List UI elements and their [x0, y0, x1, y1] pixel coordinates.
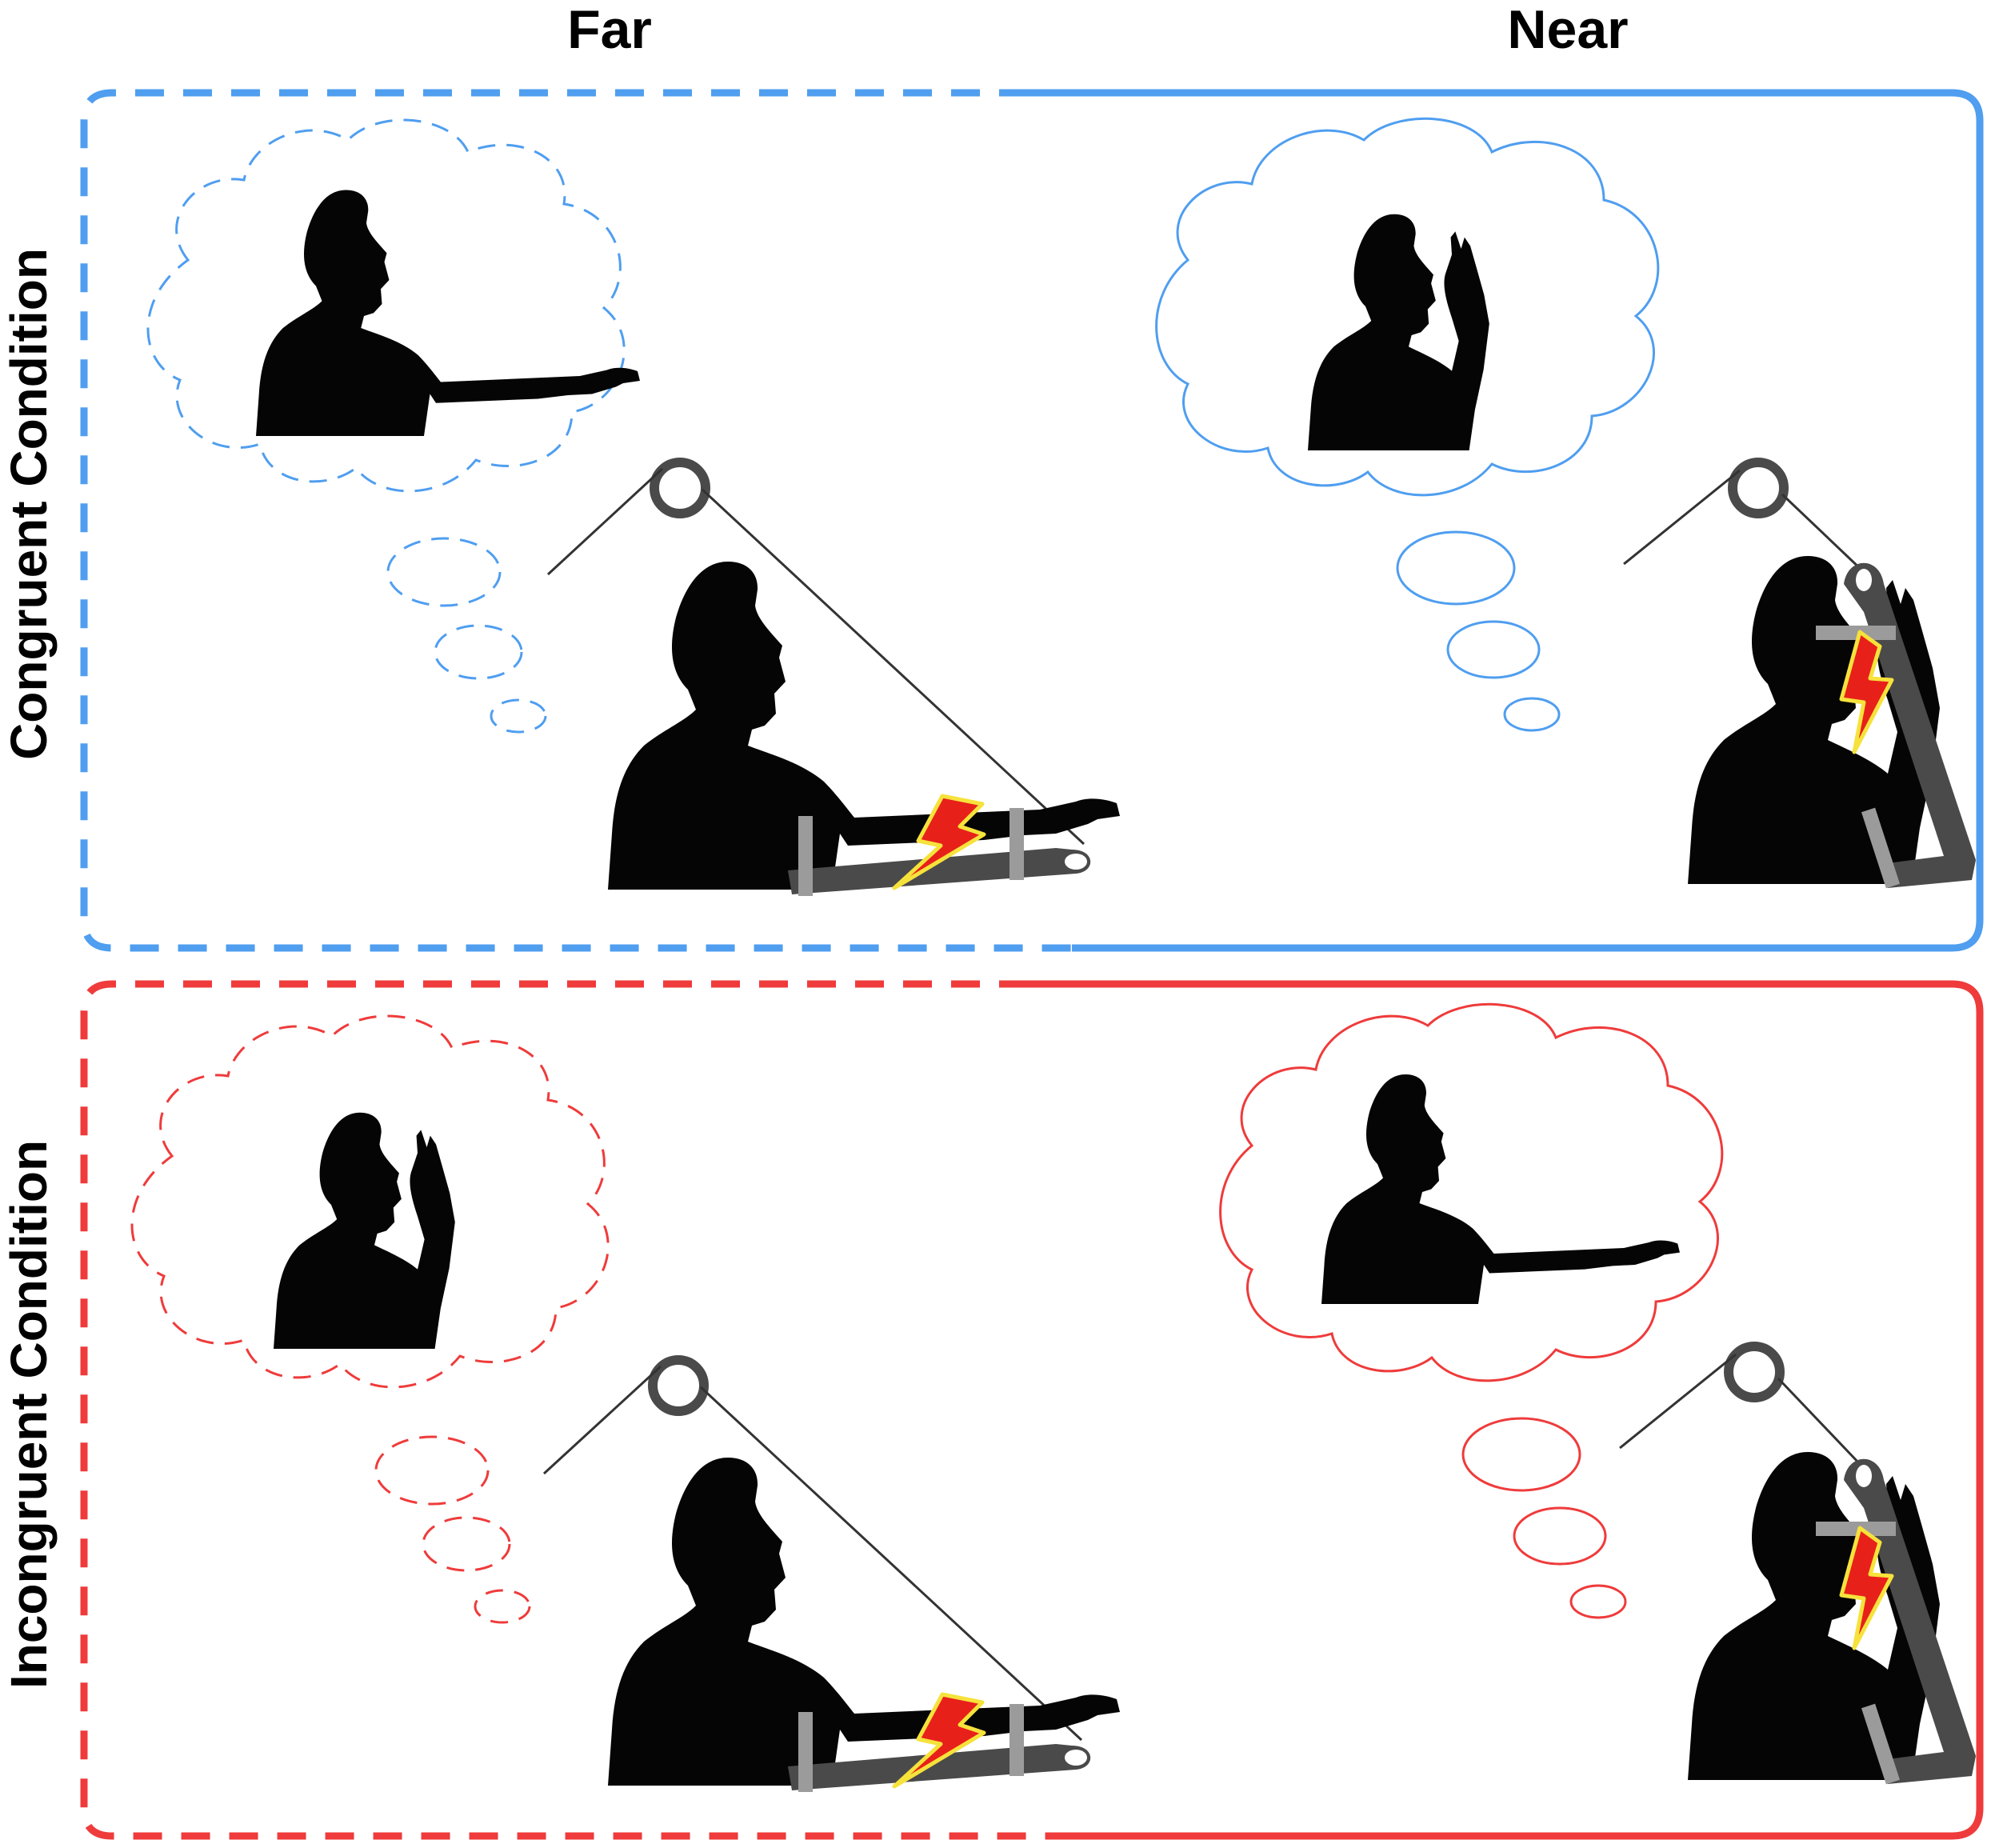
- pulley-apparatus: [1619, 1342, 1861, 1466]
- panel-incongruent-near: [1219, 1002, 1976, 1785]
- congruent-row: [80, 89, 1984, 952]
- incongruent-row: [80, 980, 1984, 1840]
- congruent-border-solid: [1028, 89, 1984, 952]
- arm-support-bar: [788, 1704, 1091, 1792]
- thought-cloud: [1219, 1002, 1724, 1619]
- row-label-incongruent: Incongruent Condition: [0, 1140, 58, 1689]
- row-label-congruent: Congruent Condition: [0, 248, 58, 760]
- arm-support-bar: [788, 808, 1091, 896]
- thought-cloud: [146, 118, 626, 734]
- thought-cloud: [130, 1014, 610, 1624]
- thought-cloud: [1155, 117, 1660, 732]
- panel-congruent-far: [146, 118, 1120, 896]
- congruent-border-dashed: [80, 89, 1072, 952]
- incongruent-border-dashed: [80, 980, 1072, 1840]
- incongruent-border-solid: [1028, 980, 1984, 1840]
- column-label-near: Near: [1507, 0, 1628, 60]
- actual-person-arm-extended: [608, 1458, 1120, 1786]
- column-label-far: Far: [567, 0, 652, 60]
- panel-congruent-near: [1155, 117, 1976, 889]
- pulley-apparatus: [1623, 458, 1865, 574]
- pulley-apparatus: [546, 458, 1085, 846]
- pulley-apparatus: [542, 1355, 1083, 1742]
- panel-incongruent-far: [130, 1014, 1120, 1792]
- actual-person-arm-extended: [608, 562, 1120, 890]
